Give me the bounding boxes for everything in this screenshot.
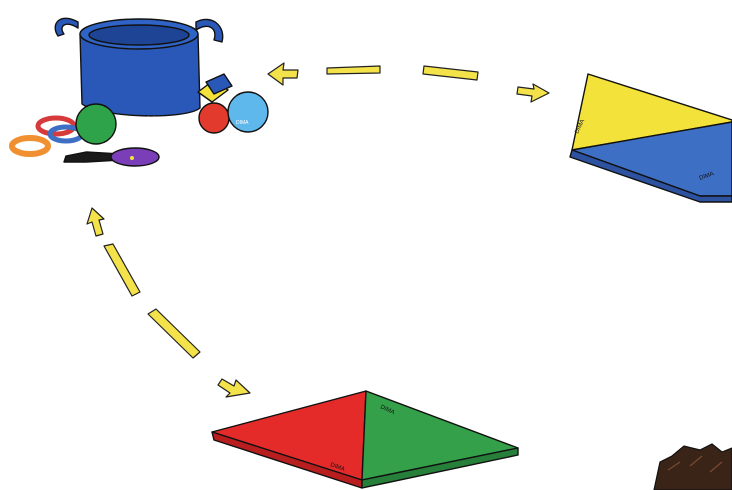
left-dashed-arrow-path bbox=[87, 208, 250, 397]
bucket-handle-left bbox=[55, 18, 78, 36]
bucket-handle-right bbox=[196, 19, 223, 42]
purple-rugby-ball bbox=[111, 148, 159, 166]
bottom-mat: DIMA DIMA bbox=[212, 391, 518, 488]
green-ball bbox=[76, 104, 116, 144]
character-hair bbox=[654, 444, 732, 490]
arrowhead-right bbox=[517, 84, 549, 102]
ring-orange bbox=[12, 138, 48, 154]
bucket-brand-text: DIMA bbox=[130, 115, 158, 127]
arrow-dash bbox=[423, 66, 478, 80]
equipment-bucket-group: DIMA DIMA bbox=[12, 18, 268, 166]
ball-brand-text: DIMA bbox=[236, 120, 249, 126]
arrowhead-left bbox=[268, 63, 298, 85]
arrow-dash bbox=[104, 244, 140, 296]
bucket-opening bbox=[89, 25, 189, 45]
red-ball bbox=[199, 103, 229, 133]
top-dashed-arrow-path bbox=[268, 63, 549, 102]
character-head-partial bbox=[654, 444, 732, 490]
rugby-ball-logo bbox=[130, 156, 134, 160]
light-blue-ball bbox=[228, 92, 268, 132]
arrow-dash bbox=[327, 66, 380, 74]
top-right-mat: DIMA DIMA bbox=[570, 74, 732, 202]
arrow-dash bbox=[148, 309, 200, 358]
arrowhead-down-right bbox=[218, 379, 250, 397]
arrowhead-up bbox=[87, 208, 104, 236]
